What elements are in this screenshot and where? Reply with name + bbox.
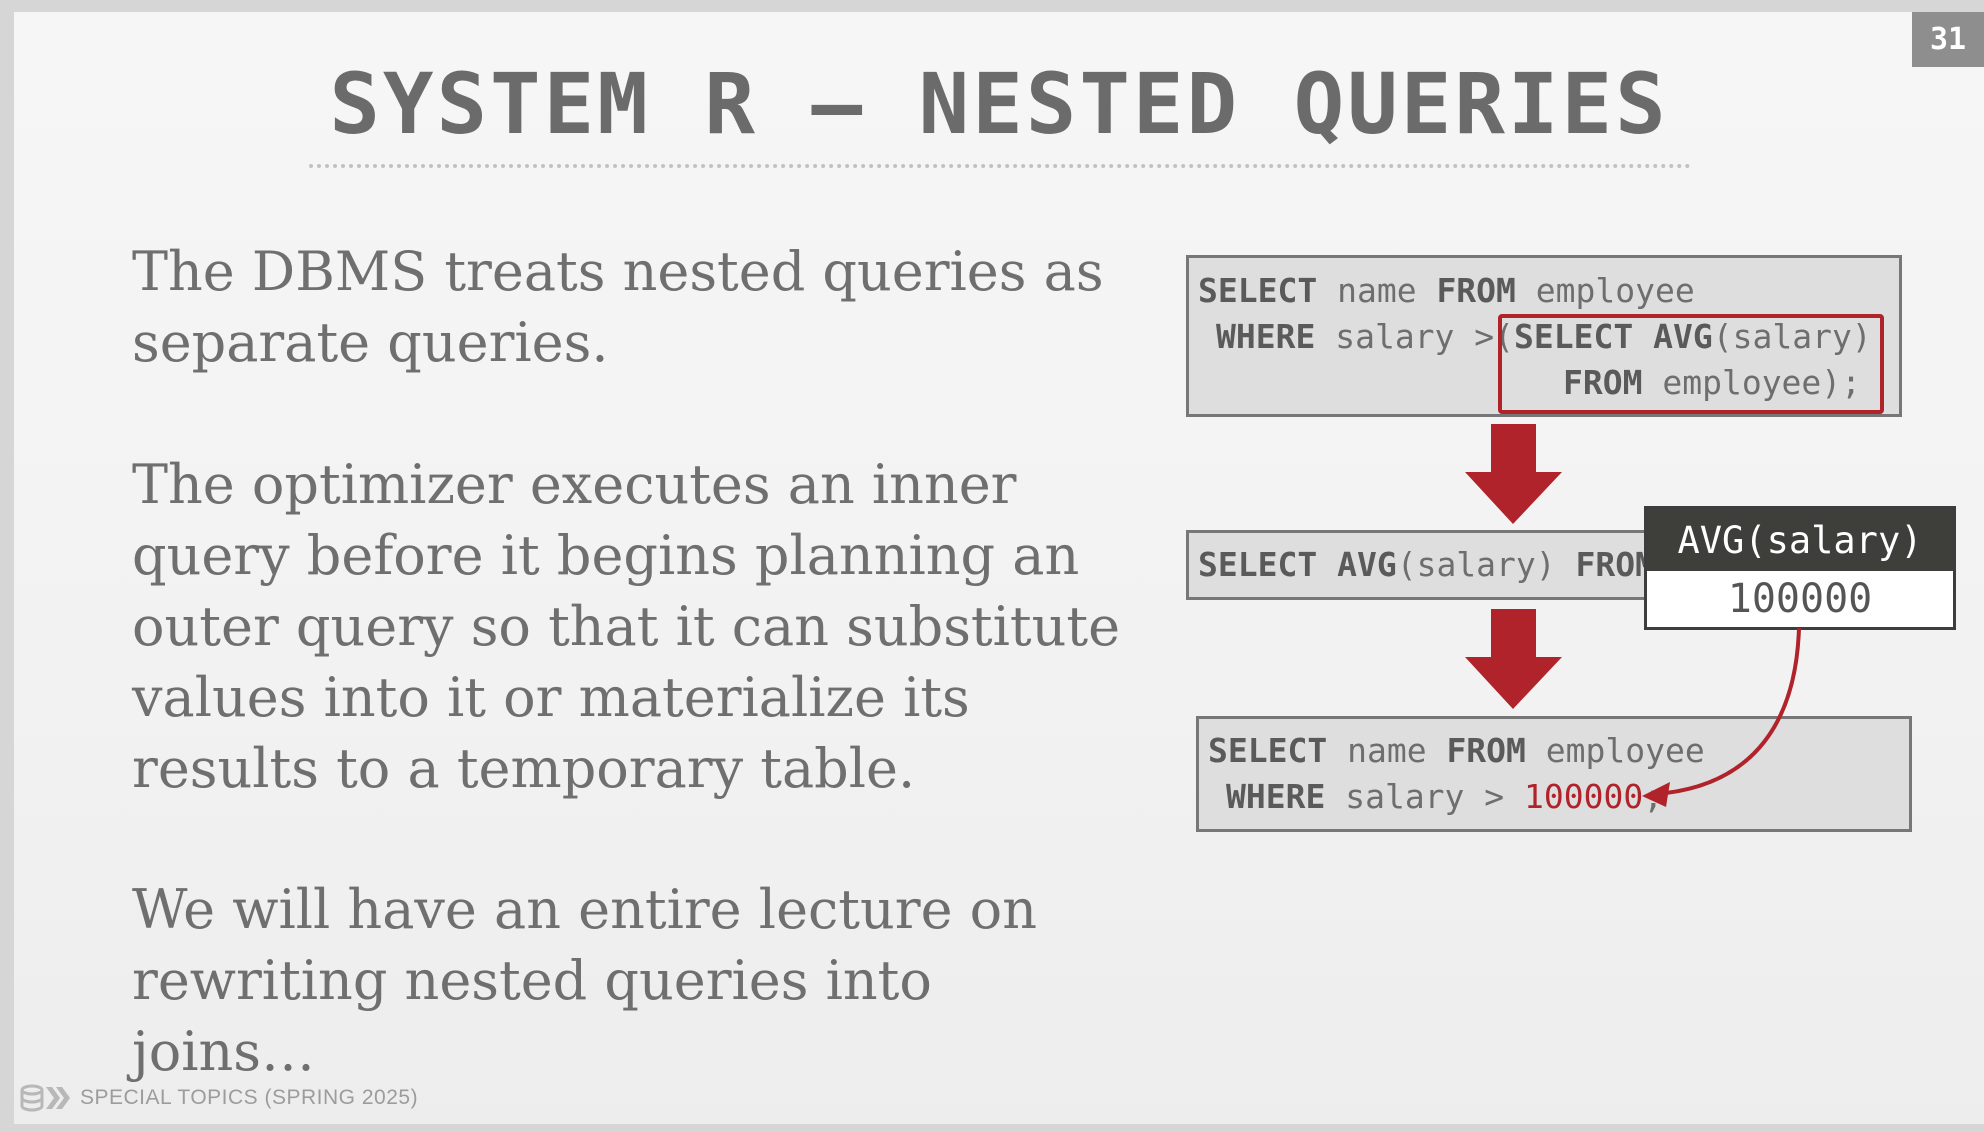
page-number: 31	[1912, 12, 1984, 67]
result-table-header: AVG(salary)	[1647, 509, 1953, 571]
paragraph-3: We will have an entire lecture on rewrit…	[132, 878, 1037, 1083]
substitute-value-arrow	[1665, 627, 1801, 795]
db-logo-icon	[20, 1084, 70, 1112]
nested-query-line-1: SELECT name FROM employee	[1198, 271, 1695, 310]
rewritten-query-box	[1196, 716, 1912, 832]
nested-query-line-2: WHERE salary >(SELECT AVG(salary)	[1216, 317, 1872, 356]
footer-course-label: SPECIAL TOPICS (SPRING 2025)	[80, 1086, 419, 1109]
nested-query-box	[1186, 255, 1902, 417]
diagram-arrows	[1465, 424, 1801, 807]
slide-title: SYSTEM R – NESTED QUERIES	[329, 55, 1669, 153]
rewritten-query-line-1: SELECT name FROM employee	[1208, 731, 1705, 770]
slide: 31 SYSTEM R – NESTED QUERIES The DBMS tr…	[14, 12, 1984, 1124]
title-divider	[309, 164, 1691, 168]
inner-query-box	[1186, 530, 1660, 600]
down-arrow-2	[1465, 609, 1562, 709]
nested-query-line-3: FROM employee);	[1563, 363, 1862, 402]
footer: SPECIAL TOPICS (SPRING 2025)	[20, 1083, 418, 1113]
down-arrow-1	[1465, 424, 1562, 524]
paragraph-2: The optimizer executes an inner query be…	[132, 453, 1121, 800]
substitute-arrowhead	[1642, 782, 1670, 807]
result-table-value: 100000	[1727, 576, 1873, 622]
inner-query-line: SELECT AVG(salary) FROM	[1198, 545, 1655, 584]
result-table: AVG(salary) 100000	[1644, 506, 1956, 630]
inner-query-highlight	[1498, 314, 1884, 414]
paragraph-1: The DBMS treats nested queries as separa…	[132, 240, 1104, 374]
